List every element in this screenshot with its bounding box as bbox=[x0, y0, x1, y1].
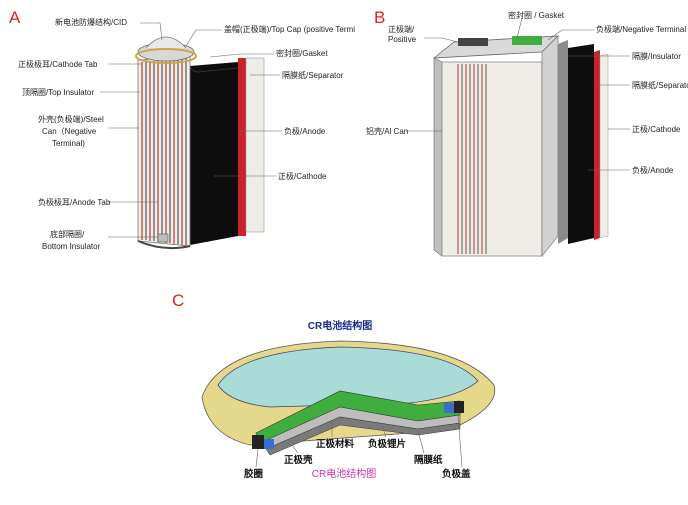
anode-tab bbox=[157, 233, 169, 243]
cathode-layer bbox=[245, 57, 265, 233]
label-cathode-tab: 正极极耳/Cathode Tab bbox=[18, 59, 98, 69]
electrode-stripes bbox=[457, 64, 487, 254]
separator-layer bbox=[238, 58, 246, 236]
anode-layer-b bbox=[568, 44, 594, 244]
gasket-ring bbox=[135, 48, 197, 64]
label-separator-c: 隔膜纸 bbox=[414, 454, 443, 466]
insulator-layer bbox=[558, 40, 568, 244]
label-steel-can-1: 外壳(负极端)/Steel bbox=[38, 114, 104, 124]
label-bottom-insulator-2: Bottom Insulator bbox=[42, 242, 101, 251]
label-cathode-material: 正极材料 bbox=[316, 438, 355, 450]
label-positive-shell: 正极壳 bbox=[284, 454, 313, 466]
label-top-insulator: 顶隔圈/Top Insulator bbox=[22, 88, 94, 97]
label-steel-can-3: Terminal) bbox=[52, 139, 85, 148]
label-negative-terminal: 负极端/Negative Terminal bbox=[596, 24, 686, 34]
positive-terminal bbox=[458, 38, 488, 46]
right-glue bbox=[454, 401, 464, 413]
coin-cell-title: CR电池结构图 bbox=[308, 319, 372, 332]
label-cathode: 正极/Cathode bbox=[278, 171, 327, 181]
label-top-cap: 盖帽(正极端)/Top Cap (positive Terminal) bbox=[224, 24, 355, 34]
label-cathode-b: 正极/Cathode bbox=[632, 124, 681, 134]
label-gasket-b: 密封圈 / Gasket bbox=[508, 10, 565, 20]
label-separator: 隔膜纸/Separator bbox=[282, 70, 344, 80]
anode-layer bbox=[190, 62, 238, 245]
glue-ring bbox=[252, 435, 264, 449]
label-anode-lithium: 负极锂片 bbox=[368, 438, 406, 450]
cathode-layer-b bbox=[599, 53, 609, 239]
panel-c-letter: C bbox=[172, 291, 185, 310]
coin-cell-caption: CR电池结构图 bbox=[312, 467, 376, 480]
panel-a-cylindrical-cell: A bbox=[0, 0, 369, 275]
label-steel-can-2: Can（Negative bbox=[42, 127, 97, 136]
label-anode-b: 负极/Anode bbox=[632, 165, 674, 175]
panel-c-coin-cell: C CR电池结构图 胶圈 正极壳 正极材料 负极锂片 隔膜纸 负极盖 CR电池结… bbox=[160, 285, 520, 500]
cid-dome bbox=[145, 36, 187, 49]
coin-cell-diagram: CR电池结构图 胶圈 正极壳 正极材料 负极锂片 隔膜纸 负极盖 CR电池结构图 bbox=[201, 319, 496, 480]
label-bottom-insulator-1: 底部隔圈/ bbox=[50, 229, 85, 239]
label-anode-tab: 负极极耳/Anode Tab bbox=[38, 197, 111, 207]
bottom-insulator bbox=[137, 240, 191, 250]
label-anode: 负极/Anode bbox=[284, 126, 326, 136]
gasket-green bbox=[512, 36, 542, 45]
label-positive-2: Positive bbox=[388, 35, 417, 44]
panel-a-letter: A bbox=[9, 8, 21, 27]
label-gasket: 密封圈/Gasket bbox=[276, 48, 328, 58]
label-positive-1: 正极端/ bbox=[388, 24, 415, 34]
label-cid: 新电池防爆结构/CID bbox=[55, 17, 127, 27]
label-separator-b: 隔膜纸/Separator bbox=[632, 80, 688, 90]
label-anode-cap: 负极盖 bbox=[442, 468, 471, 480]
label-al-can: 铝壳/Al Can bbox=[366, 126, 408, 136]
label-insulator: 隔膜/Insulator bbox=[632, 51, 681, 61]
anode-lithium bbox=[265, 416, 461, 456]
winding-stripes bbox=[141, 57, 187, 245]
positive-shell-edge bbox=[264, 439, 274, 449]
panel-b-prismatic-cell: B 正极端 bbox=[362, 0, 688, 275]
prismatic-cell-diagram: 正极端/ Positive 密封圈 / Gasket 负极端/Negative … bbox=[366, 10, 688, 257]
panel-b-letter: B bbox=[374, 8, 386, 27]
separator-layer-b bbox=[594, 50, 600, 240]
al-can-front bbox=[441, 61, 543, 257]
cylindrical-cell-diagram: 新电池防爆结构/CID 盖帽(正极端)/Top Cap (positive Te… bbox=[18, 17, 369, 251]
al-can-side bbox=[433, 57, 443, 257]
label-glue-ring: 胶圈 bbox=[244, 468, 263, 480]
anode-cap-top bbox=[217, 346, 479, 408]
